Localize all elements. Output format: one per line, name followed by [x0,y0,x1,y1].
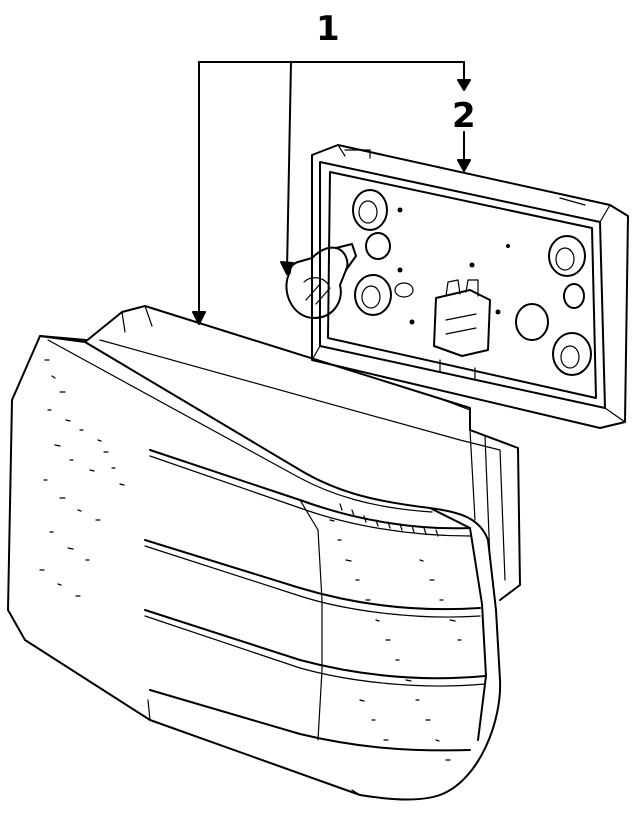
bulb [285,243,357,319]
callout-2-leader [457,131,471,172]
callout-1-leaders [192,61,471,325]
callout-label-1: 1 [316,9,340,49]
tail-lamp-lens [7,305,521,801]
callout-label-2: 2 [452,96,476,136]
bulb-holder-plate [311,144,629,429]
lens-texture [39,359,462,761]
